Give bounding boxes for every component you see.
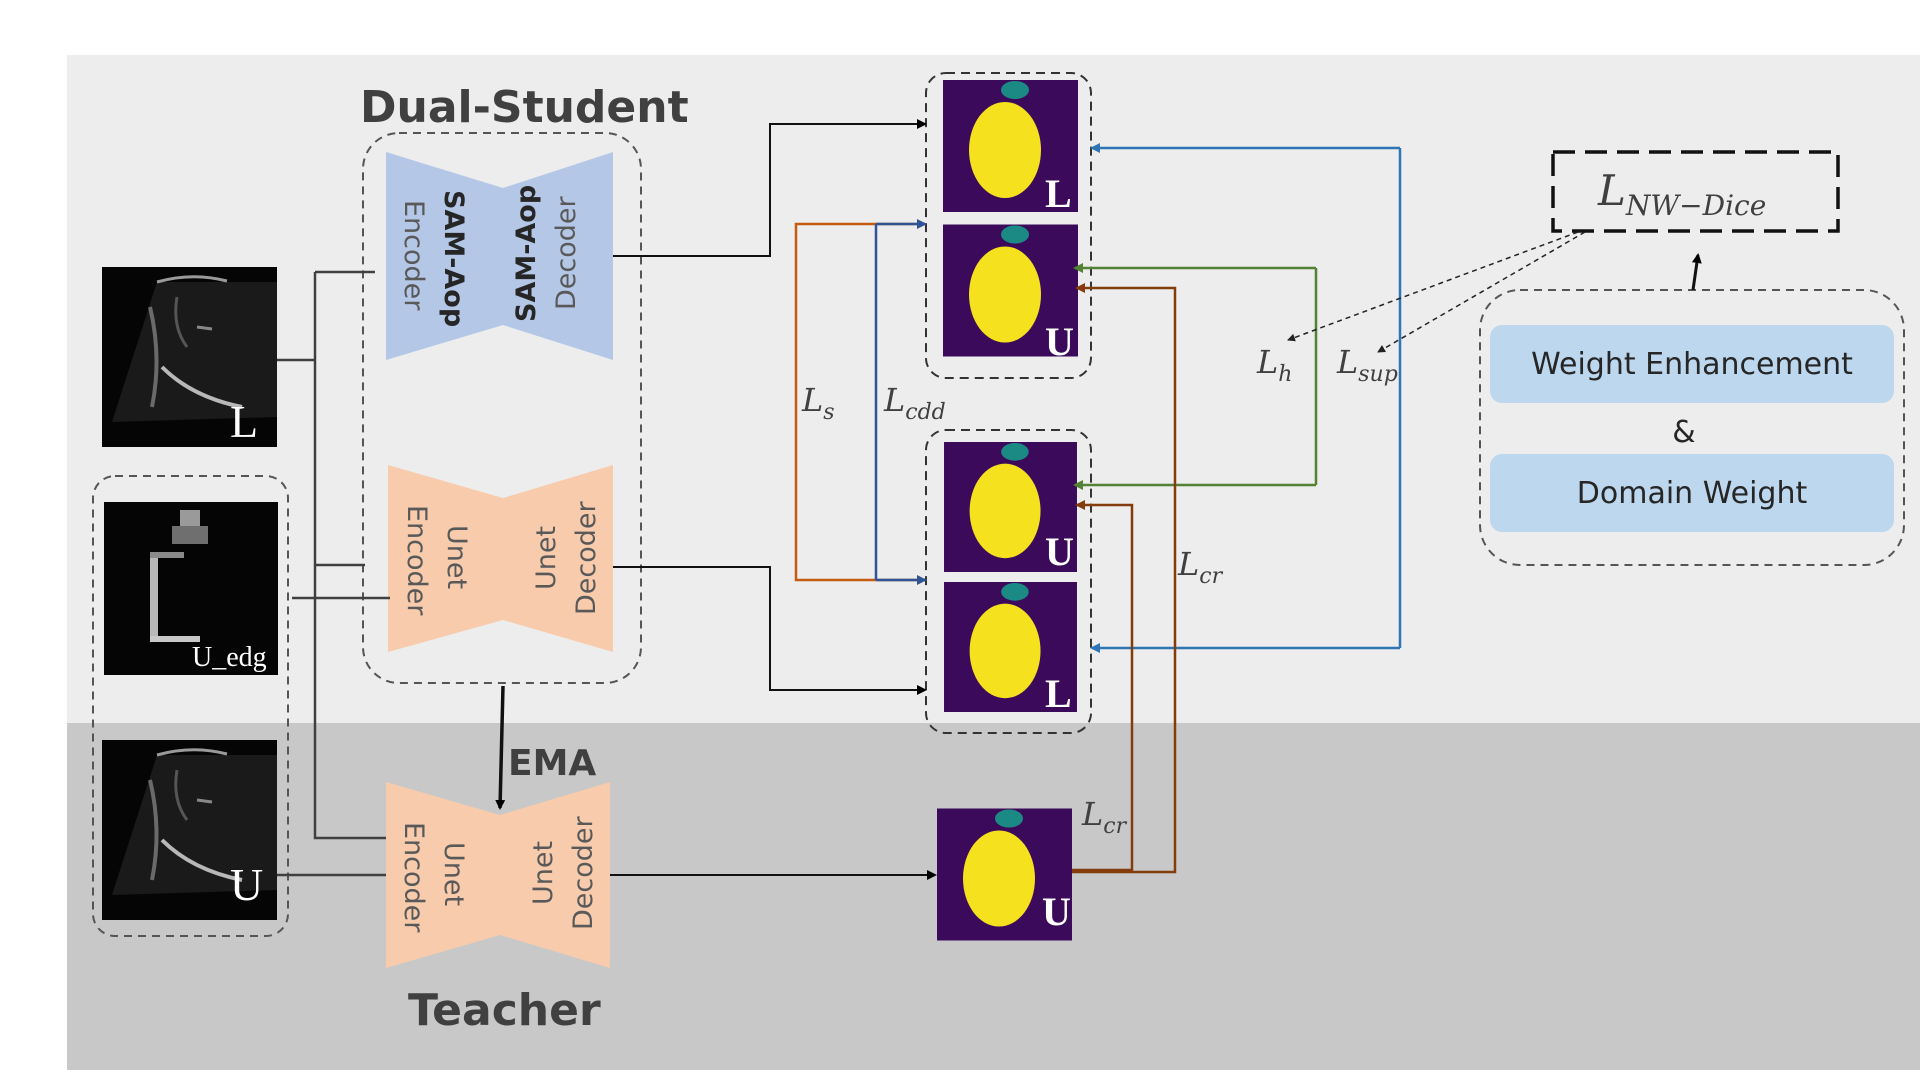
output-mask-1-tag: L [1045,171,1072,216]
ema-label: EMA [508,743,596,784]
input-connectors [277,270,390,877]
output-mask-2-tag: U [1045,319,1074,364]
student-unet-network [388,465,613,652]
nw-dice-pointers [1287,231,1586,353]
student-unet-encoder-a: Unet [441,525,472,589]
network-output-arrows [610,119,937,880]
teacher-unet-decoder-b: Decoder [568,815,599,930]
student-unet-encoder-b: Encoder [401,505,432,616]
dual-student-group [362,132,642,684]
edge-input-tag: U_edg [192,642,267,673]
weight-enhancement-label: Weight Enhancement [1531,347,1853,382]
student-unet-decoder-a: Unet [531,526,562,590]
teacher-unet-encoder-b: Encoder [398,822,429,933]
loss-sup-label: Lsup [1336,343,1398,387]
unlabeled-input-tag: U [230,859,263,910]
output-mask-4-tag: L [1045,671,1072,716]
teacher-output-tag: U [1042,889,1071,934]
nw-dice-box [1551,150,1840,233]
loss-cr-label-1: Lcr [1177,545,1224,589]
sam-encoder-label: SAM-Aop [438,190,469,327]
loss-h-label: Lh [1256,343,1292,387]
labeled-input-tag: L [230,396,258,447]
weight-group [1479,289,1905,566]
unlabeled-input-group [92,475,289,937]
output-mask-3-tag: U [1045,529,1074,574]
weight-to-loss-arrow [1691,253,1702,291]
teacher-unet-encoder-a: Unet [438,842,469,906]
edge-input-image [104,502,278,675]
dual-student-title: Dual-Student [360,82,689,133]
weight-enhancement-box [1490,325,1894,403]
nw-dice-label: LNW−Dice [1597,166,1766,222]
domain-weight-label: Domain Weight [1577,476,1808,511]
teacher-title: Teacher [408,985,601,1036]
student-unet-decoder-b: Decoder [571,500,602,615]
loss-s-label: Ls [801,381,835,425]
domain-weight-box [1490,454,1894,532]
ema-arrow [495,685,506,810]
loss-cr-path [1072,283,1177,874]
sam-aop-network [386,152,613,360]
loss-s-path [794,222,925,582]
ampersand-label: & [1672,415,1695,450]
teacher-unet-decoder-a: Unet [528,841,559,905]
loss-cr-label-2: Lcr [1081,795,1128,839]
loss-cdd-label: Lcdd [883,381,946,425]
sam-decoder-sub: Decoder [551,195,582,310]
teacher-unet-network [386,782,610,968]
sam-encoder-sub: Encoder [398,200,429,311]
sam-decoder-label: SAM-Aop [511,185,542,322]
